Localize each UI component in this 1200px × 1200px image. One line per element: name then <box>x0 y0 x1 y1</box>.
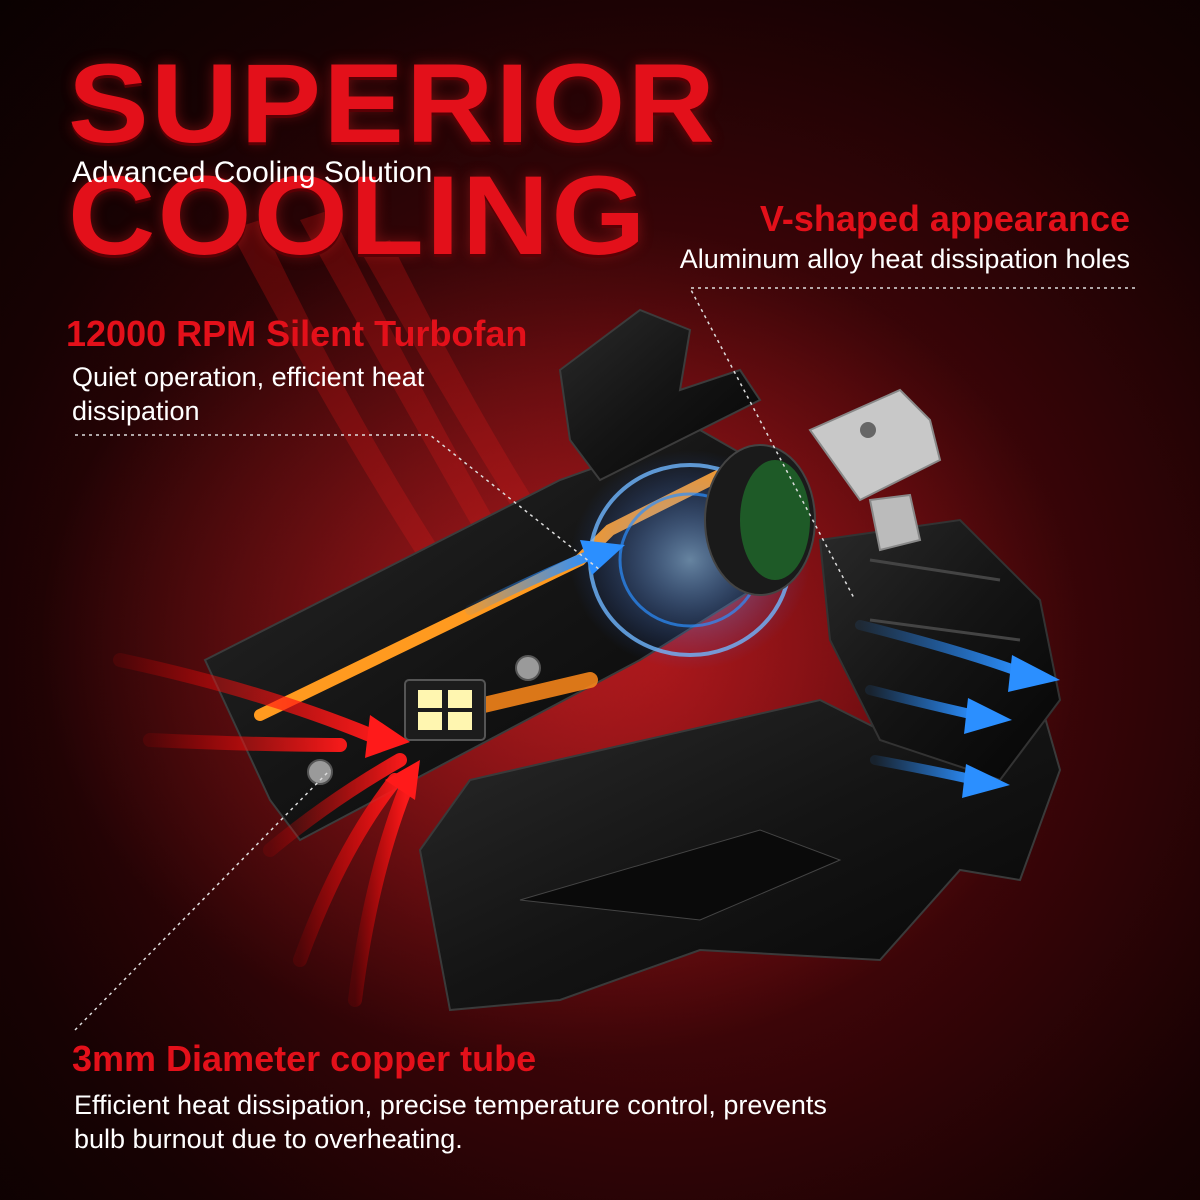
hot-air-arrows <box>113 653 420 1007</box>
copper-tube-description: Efficient heat dissipation, precise temp… <box>74 1090 827 1154</box>
led-chip <box>404 679 486 741</box>
hot-air-arrow <box>113 653 377 742</box>
turbofan-description: Quiet operation, efficient heat dissipat… <box>72 362 425 426</box>
cool-air-arrow <box>865 685 980 720</box>
leader-lines <box>74 287 1135 1031</box>
headline: SUPERIOR COOLING <box>68 41 718 278</box>
turbofan-title: 12000 RPM Silent Turbofan <box>66 313 528 354</box>
cool-air-arrows <box>465 540 1060 798</box>
hot-air-arrow <box>143 733 347 752</box>
cool-air-arrow <box>855 620 1025 677</box>
hot-air-arrow <box>348 783 412 1007</box>
subheadline: Advanced Cooling Solution <box>72 156 433 189</box>
v-shape-title: V-shaped appearance <box>759 198 1130 239</box>
copper-tube-title: 3mm Diameter copper tube <box>72 1038 537 1079</box>
turbofan-ring <box>570 444 816 670</box>
hot-air-arrow <box>263 753 407 857</box>
metal-prong <box>808 388 942 502</box>
v-shape-description: Aluminum alloy heat dissipation holes <box>679 244 1130 274</box>
hot-air-arrow <box>293 773 402 967</box>
cool-air-arrow <box>465 550 595 615</box>
